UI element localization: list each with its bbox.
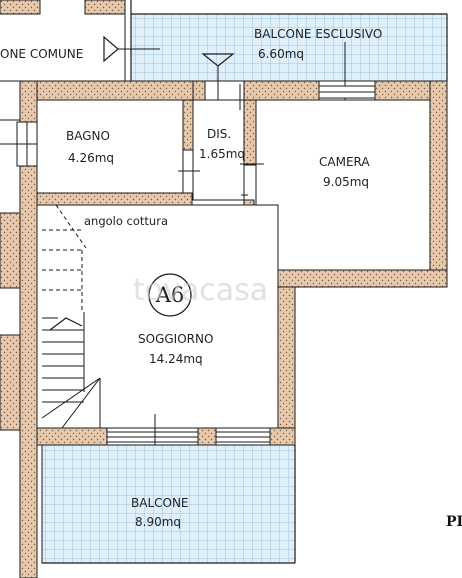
label-bagno-name: BAGNO [66,129,110,143]
disimpegno-marks [178,84,264,196]
walls [0,80,448,578]
camera-window [318,85,376,99]
label-bagno-area: 4.26mq [68,151,114,165]
label-corridoio-comune: ONE COMUNE [0,47,83,61]
watermark: tovacasa [133,273,268,308]
unit-label: A6 [155,283,185,307]
label-balcone-esclusivo-area: 6.60mq [258,47,304,61]
room-interiors [36,99,431,429]
staircase [41,204,101,429]
corridoio-comune [0,0,160,121]
label-balcone-name: BALCONE [131,496,189,510]
label-balcone-area: 8.90mq [135,515,181,529]
edge-text: PI [446,514,462,530]
label-soggiorno-area: 14.24mq [149,352,203,366]
bagno-window [0,121,38,167]
balcone-esclusivo [124,0,448,118]
label-dis-name: DIS. [207,127,231,141]
label-camera-name: CAMERA [319,155,370,169]
label-camera-area: 9.05mq [323,175,369,189]
label-angolo-cottura: angolo cottura [84,214,168,228]
unit-badge: A6 [148,273,192,317]
label-soggiorno-name: SOGGIORNO [138,332,213,346]
label-balcone-esclusivo-name: BALCONE ESCLUSIVO [254,27,382,41]
label-dis-area: 1.65mq [199,147,245,161]
balcone [41,444,296,564]
